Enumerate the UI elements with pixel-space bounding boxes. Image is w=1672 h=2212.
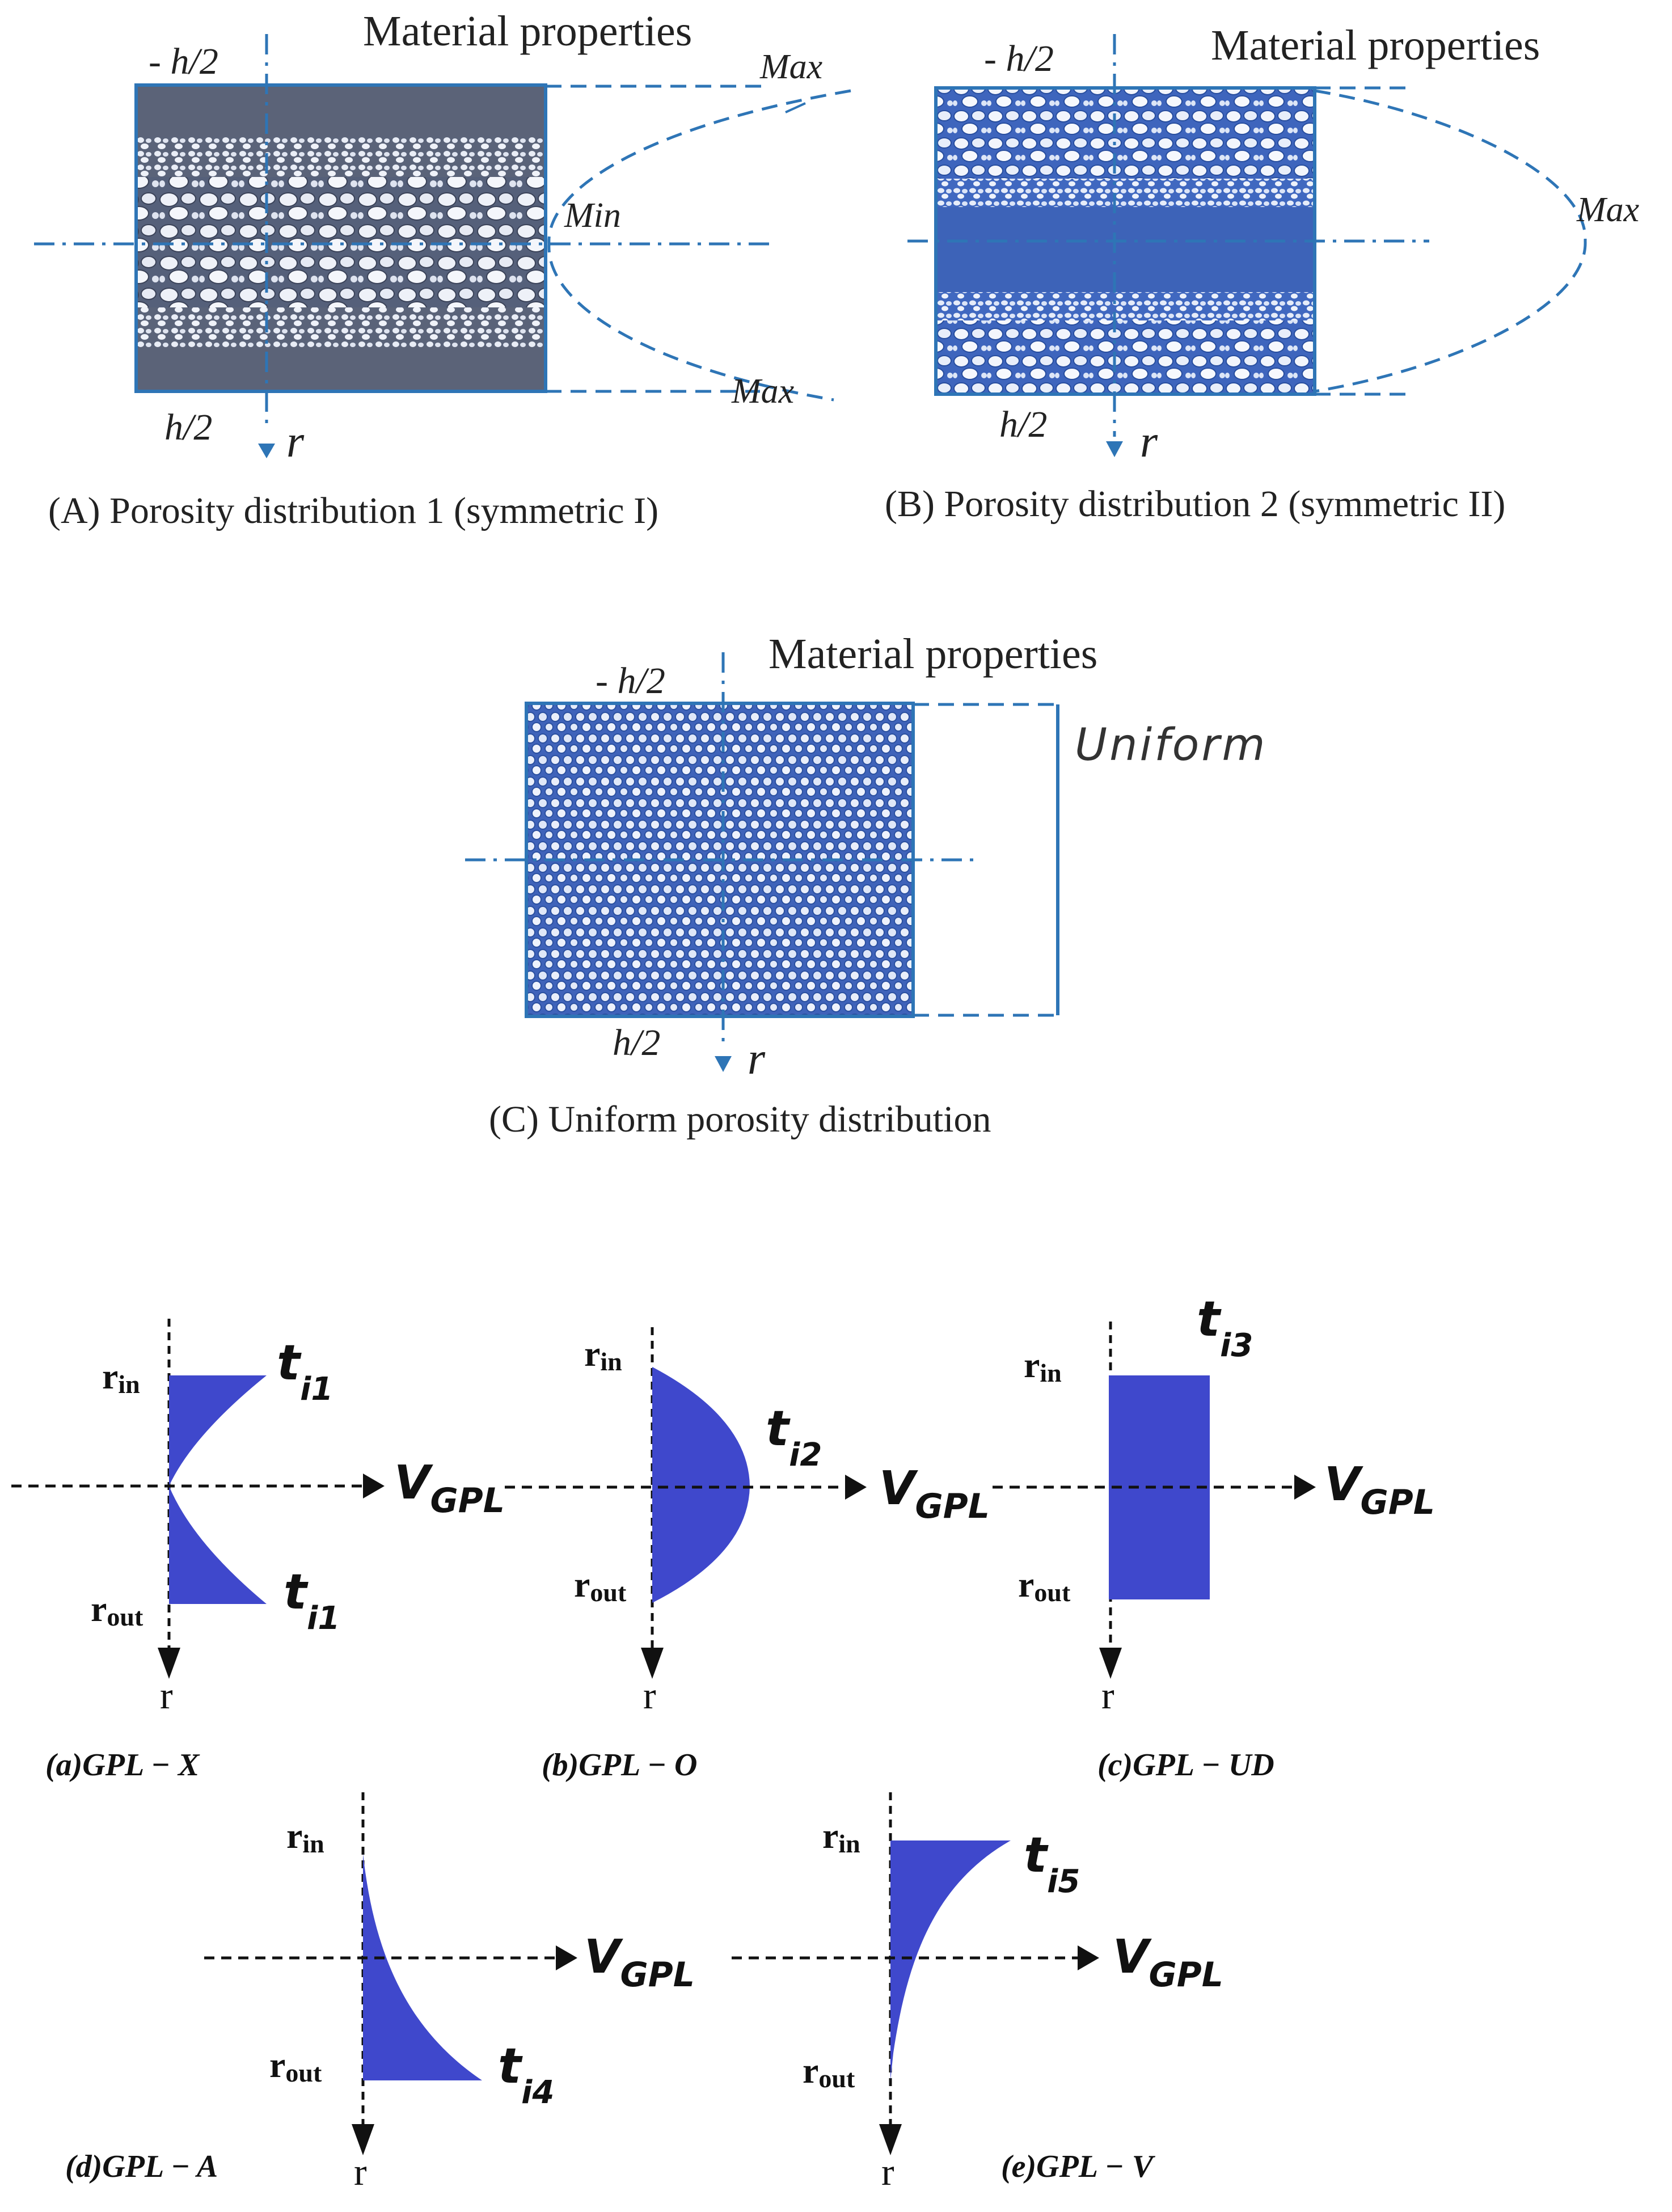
gpl-e-t-label: ti5 (1024, 1827, 1080, 1900)
gpl-b-o-pattern: rin rout ti2 VGPL r (b)GPL − O (505, 1327, 990, 1783)
panel-b-property-profile (1314, 89, 1587, 393)
panel-a-slab-border (134, 83, 547, 393)
gpl-a-radial-arrowhead (158, 1648, 180, 1679)
gpl-a-r-out: rout (91, 1589, 143, 1631)
panel-a-max-top-arrow (785, 102, 806, 113)
panel-a-caption: (A) Porosity distribution 1 (symmetric I… (48, 490, 658, 531)
gpl-c-caption: (c)GPL − UD (1097, 1747, 1274, 1783)
panel-a-min-label: Min (564, 196, 621, 235)
panel-b-slab-large-bottom (936, 320, 1315, 394)
gpl-a-vgpl-arrowhead (363, 1474, 385, 1498)
panel-a-slab-small-top (136, 137, 546, 177)
gpl-c-t-label: ti3 (1197, 1291, 1253, 1364)
gpl-e-profile (890, 1840, 1011, 2080)
gpl-c-profile (1109, 1375, 1210, 1599)
gpl-e-caption: (e)GPL − V (1001, 2149, 1156, 2184)
panel-b-porosity-symmetric-2: Material properties - h/2 Max h/2 r (B) … (885, 22, 1640, 525)
panel-b-material-label: Material properties (1211, 22, 1540, 69)
panel-a-top-label: - h/2 (149, 41, 218, 82)
gpl-d-radial-arrowhead (352, 2124, 374, 2155)
gpl-b-r-in: rin (584, 1333, 622, 1376)
gpl-a-x-pattern: rin rout ti1 ti1 VGPL r (a)GPL − X (11, 1319, 505, 1783)
gpl-a-r-in: rin (102, 1356, 140, 1399)
gpl-c-vgpl-arrowhead (1294, 1475, 1316, 1500)
panel-a-slab-small-bottom (136, 307, 546, 347)
gpl-d-t-label: ti4 (498, 2038, 554, 2111)
panel-a-slab-dense-top (136, 85, 546, 137)
panel-b-axis-arrowhead (1106, 441, 1123, 457)
panel-b-bottom-label: h/2 (999, 404, 1047, 445)
gpl-c-r-in: rin (1024, 1345, 1062, 1387)
panel-c-uniform-label: Uniform (1075, 720, 1267, 771)
gpl-d-a-pattern: rin rout ti4 VGPL r (d)GPL − A (65, 1792, 695, 2193)
gpl-c-radial-arrowhead (1099, 1648, 1122, 1679)
panel-c-axis-arrowhead (715, 1056, 732, 1072)
panel-c-material-label: Material properties (769, 630, 1097, 678)
gpl-c-r-out: rout (1018, 1564, 1071, 1607)
gpl-d-r-out: rout (269, 2045, 322, 2087)
gpl-c-ud-pattern: rin rout ti3 VGPL r (c)GPL − UD (993, 1291, 1435, 1783)
gpl-d-vgpl-label: VGPL (584, 1930, 695, 1995)
gpl-e-vgpl-arrowhead (1078, 1945, 1099, 1970)
gpl-b-t-label: ti2 (766, 1400, 822, 1474)
panel-b-axis-label: r (1140, 417, 1158, 467)
panel-b-max-label: Max (1576, 191, 1640, 229)
gpl-a-t-top: ti1 (277, 1335, 333, 1408)
panel-a-max-bottom: Max (731, 372, 795, 411)
panel-a-bottom-label: h/2 (164, 407, 212, 448)
gpl-d-r-in: rin (286, 1816, 324, 1858)
panel-b-slab-small-bottom (936, 292, 1315, 320)
gpl-d-profile (363, 1854, 482, 2080)
gpl-b-r-label: r (643, 1674, 656, 1717)
panel-a-axis-arrowhead (258, 444, 275, 458)
panel-c-bottom-label: h/2 (613, 1022, 660, 1063)
gpl-b-radial-arrowhead (641, 1648, 664, 1679)
gpl-a-t-bottom: ti1 (284, 1564, 340, 1637)
panel-c-uniform-porosity: Material properties - h/2 Uniform h/2 r … (465, 630, 1267, 1140)
gpl-e-r-out: rout (803, 2050, 855, 2093)
gpl-e-r-in: rin (822, 1816, 860, 1858)
gpl-e-vgpl-label: VGPL (1113, 1930, 1223, 1995)
gpl-b-r-out: rout (574, 1564, 627, 1607)
panel-c-axis-label: r (748, 1034, 766, 1084)
gpl-e-r-label: r (881, 2150, 894, 2193)
gpl-e-v-pattern: rin rout ti5 VGPL r (e)GPL − V (732, 1792, 1223, 2193)
gpl-e-radial-arrowhead (879, 2124, 902, 2155)
gpl-d-vgpl-arrowhead (556, 1945, 577, 1970)
gpl-c-vgpl-label: VGPL (1324, 1458, 1435, 1522)
gpl-c-r-label: r (1101, 1674, 1114, 1717)
panel-a-property-profile (547, 89, 851, 402)
gpl-a-vgpl-label: VGPL (394, 1456, 505, 1521)
panel-a-axis-label: r (286, 417, 305, 467)
panel-c-top-label: - h/2 (596, 660, 665, 702)
gpl-b-caption: (b)GPL − O (542, 1747, 697, 1783)
gpl-a-profile (169, 1375, 267, 1604)
panel-b-slab-small-top (936, 179, 1315, 207)
gpl-d-caption: (d)GPL − A (65, 2149, 218, 2184)
panel-a-slab-dense-bottom (136, 347, 546, 391)
panel-a-porosity-symmetric-1: Material properties - h/2 Max Min Max h/… (34, 7, 851, 531)
gpl-b-vgpl-label: VGPL (879, 1462, 990, 1526)
gpl-a-caption: (a)GPL − X (45, 1747, 200, 1783)
panel-b-slab-dense-core (936, 207, 1315, 292)
panel-b-top-label: - h/2 (984, 38, 1054, 79)
panel-c-caption: (C) Uniform porosity distribution (489, 1099, 991, 1140)
panel-a-material-label: Material properties (363, 7, 692, 55)
panel-b-slab-large-top (936, 88, 1315, 179)
panel-a-max-top: Max (759, 48, 823, 86)
gpl-d-r-label: r (354, 2150, 367, 2193)
gpl-a-r-label: r (160, 1674, 173, 1717)
panel-a-slab-large-pores (136, 177, 546, 307)
gpl-b-vgpl-arrowhead (845, 1475, 867, 1500)
gpl-b-profile (652, 1367, 750, 1603)
panel-b-caption: (B) Porosity distribution 2 (symmetric I… (885, 483, 1505, 525)
